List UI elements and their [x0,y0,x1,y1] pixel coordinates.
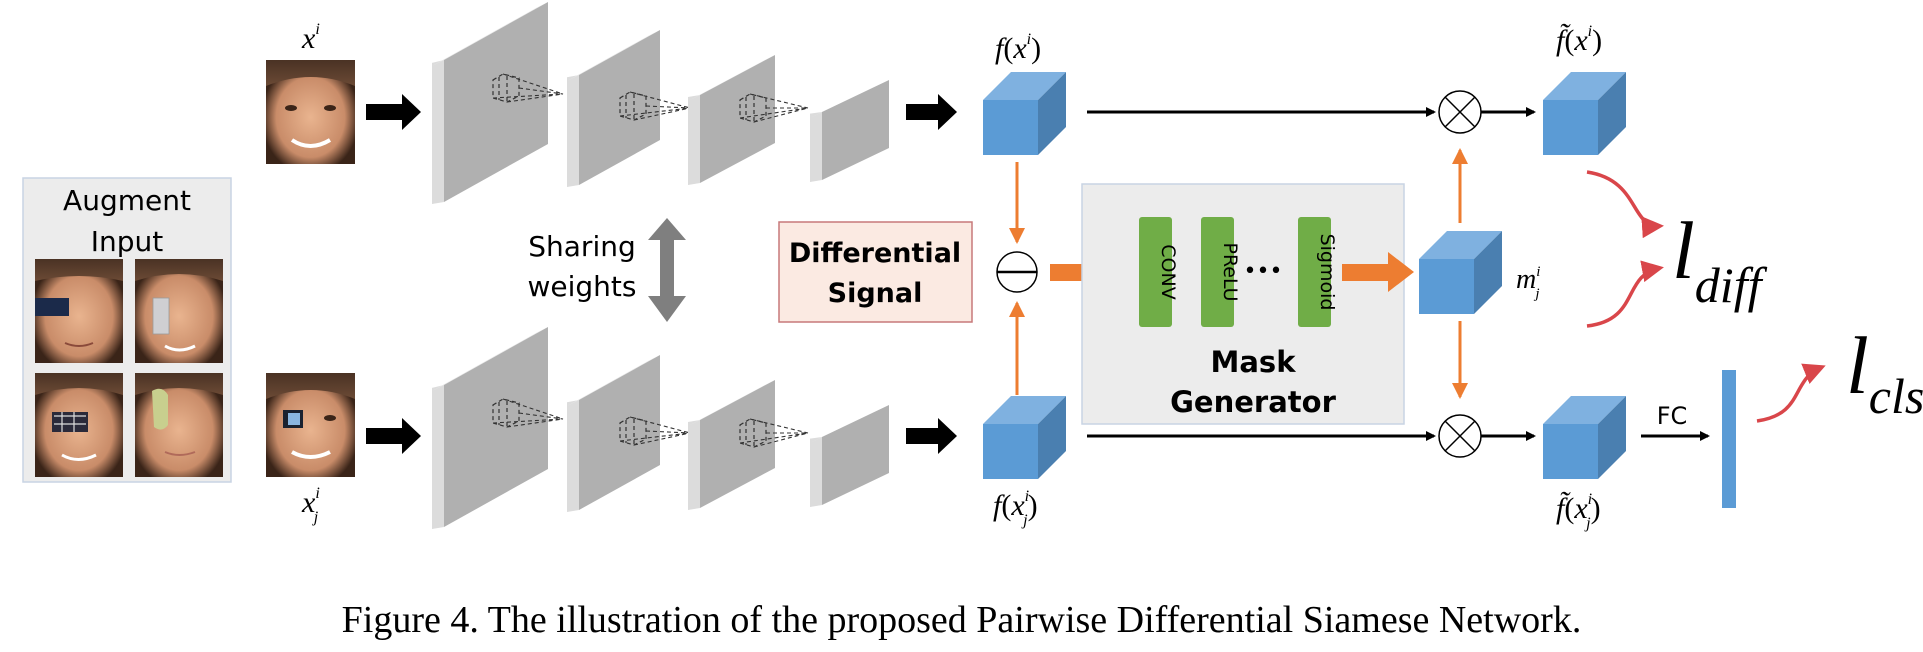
receptive-field-cone-icon [739,418,809,448]
figure-caption: Figure 4. The illustration of the propos… [341,599,1582,641]
loss-diff-label: ldiff [1672,205,1768,313]
feature-arrow-top [906,94,957,130]
augmented-face-4 [135,373,223,477]
mask-layer-label: Sigmoid [1316,234,1338,311]
feature-cube-bottom [983,396,1066,479]
conv-layer-4 [810,405,889,507]
feature-cube-top [983,72,1066,155]
occlusion-patch [52,412,88,432]
fc-label: FC [1657,402,1688,430]
receptive-field-cone-icon [492,398,564,428]
sharing-weights-line2: weights [528,270,637,303]
mask-layer-label: CONV [1157,244,1179,299]
feature-arrow-bottom [906,418,957,454]
augment-input-box: Augment Input [22,177,232,483]
augment-title-line2: Input [91,225,164,258]
differential-signal-box: Differential Signal [778,221,973,323]
siamese-network-diagram: Augment Input [22,2,1923,532]
augmented-face-1 [35,259,123,363]
loss-arrow-cls [1756,363,1826,423]
augmented-face-2 [135,259,223,363]
conv-layer-4 [810,80,889,182]
masked-feature-label-top: f̃(xi) [1556,23,1602,57]
occlusion-patch [152,297,170,335]
receptive-field-cone-icon [619,416,691,446]
augmented-face-3 [35,373,123,477]
multiply-operator-bottom-icon [1438,414,1482,458]
sharing-weights-line1: Sharing [528,230,636,263]
cnn-backbone-bottom [432,327,889,529]
mask-generator-title-line2: Generator [1170,385,1336,419]
fc-vector-bar [1722,370,1736,508]
occlusion-patch [152,388,168,430]
differential-signal-line2: Signal [828,278,923,309]
input-arrow-top [366,94,421,130]
multiply-operator-top-icon [1438,90,1482,134]
conv-layer-1 [432,327,564,529]
masked-feature-cube-top [1543,72,1626,155]
sharing-weights-double-arrow-icon [648,218,686,322]
input-label-top: xi [301,21,320,55]
input-arrow-bottom [366,418,421,454]
mask-cube [1419,231,1502,314]
conv-layer-1 [432,2,564,204]
mask-layer-sigmoid: Sigmoid [1298,217,1338,327]
mask-layer-prelu: PReLU [1201,217,1241,327]
receptive-field-cone-icon [492,73,564,103]
receptive-field-cone-icon [739,93,809,123]
mask-layer-label: PReLU [1219,242,1241,301]
loss-arrow-mask [1586,260,1664,328]
input-face-bottom [266,373,355,477]
receptive-field-cone-icon [619,91,691,121]
mask-layer-conv: CONV [1139,217,1179,327]
differential-signal-line1: Differential [789,238,961,269]
feature-cubes [983,72,1626,479]
input-face-top [266,60,355,164]
conv-layer-3 [688,55,809,185]
feature-label-top: f(xi) [995,31,1041,65]
loss-cls-label: lcls [1846,320,1923,424]
occlusion-patch [35,298,69,316]
subtract-operator-icon [996,251,1038,293]
mask-generator-box: CONV PReLU Sigmoid ••• Mask Generator [1081,183,1405,425]
conv-layer-2 [567,355,691,512]
mask-generator-title-line1: Mask [1211,345,1297,379]
loss-arrow-top [1586,170,1664,239]
orange-arrow-out-of-mask-generator [1342,252,1414,292]
conv-layer-2 [567,30,691,187]
mask-generator-ellipsis: ••• [1244,259,1283,284]
cnn-backbone-top [432,2,889,204]
masked-feature-cube-bottom [1543,396,1626,479]
augment-title-line1: Augment [63,184,191,217]
conv-layer-3 [688,380,809,510]
